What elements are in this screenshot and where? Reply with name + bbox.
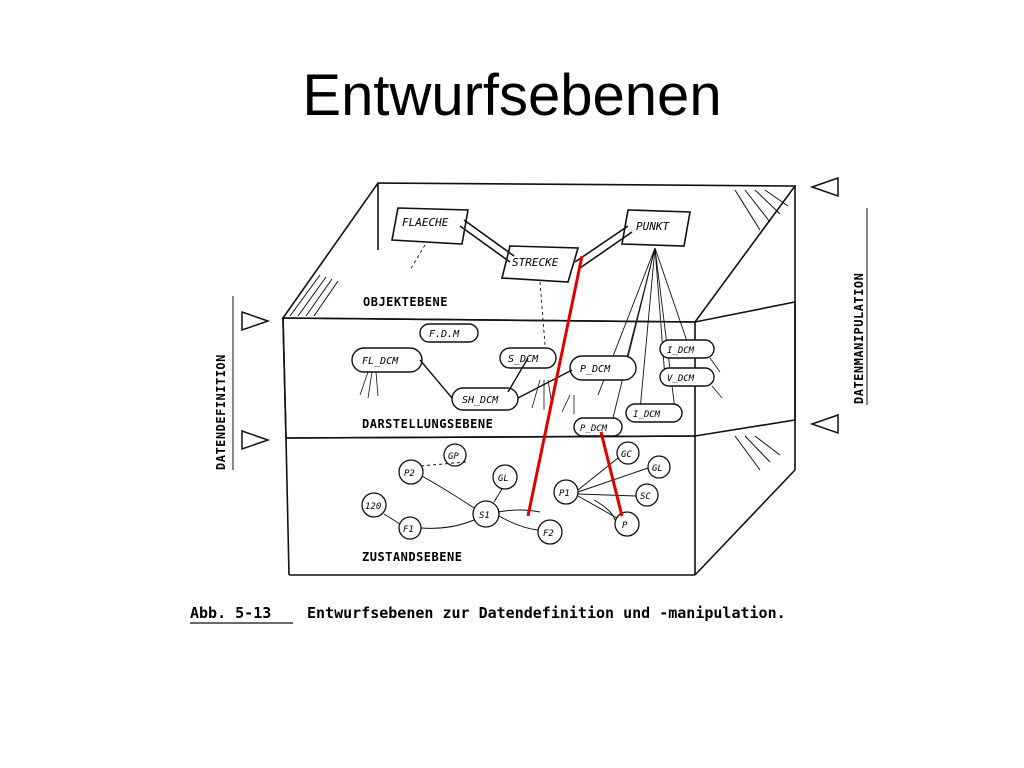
triangle-left-icon [809, 413, 839, 435]
pres-node-v-dcm [659, 367, 715, 387]
state-label: 120 [365, 502, 381, 512]
caption-ref: Abb. 5-13 [190, 604, 271, 622]
pres-label: P_DCM [580, 424, 608, 434]
state-edges [383, 457, 649, 531]
pres-label: I_DCM [667, 346, 695, 356]
pres-node-sh-dcm [451, 387, 519, 411]
highlight-line-punkt [599, 431, 624, 517]
pres-node-i-dcm [659, 339, 715, 359]
object-node-punkt-label: PUNKT [636, 220, 670, 233]
state-label: P1 [559, 489, 570, 499]
pres-label: V_DCM [667, 374, 695, 384]
state-label: GP [448, 452, 459, 462]
state-label: F1 [403, 525, 414, 535]
object-node-strecke [500, 245, 580, 283]
triangle-right-icon [241, 310, 271, 332]
object-node-punkt [621, 209, 691, 247]
figure-caption: Abb. 5-13 Entwurfsebenen zur Datendefini… [190, 604, 786, 624]
state-node-gl [492, 464, 518, 490]
object-layer [391, 207, 691, 283]
state-label: GL [652, 464, 663, 474]
state-label: P2 [404, 469, 415, 479]
state-node-labels: GP P2 GL 120 F1 S1 F2 P1 GC GL SC P [365, 450, 663, 539]
datenmanipulation-side: DATENMANIPULATION [809, 176, 868, 435]
pres-label: I_DCM [633, 410, 661, 420]
state-node-gp [443, 443, 467, 467]
pres-node-p-dcm-2 [573, 417, 623, 437]
state-label: S1 [479, 511, 490, 521]
tick-bundles [359, 357, 723, 414]
object-node-flaeche [391, 207, 469, 245]
state-node-120 [361, 492, 387, 518]
state-node-gc [616, 441, 640, 465]
pres-label: S_DCM [508, 354, 539, 365]
pres-label: FL_DCM [362, 356, 399, 367]
highlight-lines [526, 255, 624, 517]
state-node-gl-2 [647, 455, 671, 479]
hatch-shading [289, 189, 789, 471]
pres-node-fdm [419, 323, 479, 343]
object-node-flaeche-label: FLAECHE [402, 216, 449, 229]
highlight-line-strecke [526, 255, 584, 517]
state-label: P [622, 521, 628, 531]
box-frame [281, 182, 797, 576]
datendefinition-side: DATENDEFINITION [214, 296, 271, 470]
state-label: F2 [543, 529, 554, 539]
presentation-node-labels: F.D.M FL_DCM S_DCM SH_DCM P_DCM I_DCM V_… [362, 329, 695, 434]
pres-node-i-dcm-2 [625, 403, 683, 423]
state-node-s1 [472, 500, 500, 528]
pres-node-fl-dcm [351, 347, 423, 373]
object-node-strecke-label: STRECKE [512, 256, 559, 269]
side-label-datendefinition: DATENDEFINITION [214, 354, 228, 470]
state-label: GC [621, 450, 632, 460]
pres-label: F.D.M [429, 329, 460, 340]
state-label: SC [640, 492, 651, 502]
layer-label-object: OBJEKTEBENE [363, 295, 448, 309]
state-node-p2 [398, 459, 424, 485]
state-node-sc [635, 483, 659, 507]
state-node-f2 [537, 519, 563, 545]
triangle-left-icon [809, 176, 839, 198]
side-label-datenmanipulation: DATENMANIPULATION [852, 273, 866, 404]
presentation-layer [351, 323, 715, 437]
layer-label-presentation: DARSTELLUNGSEBENE [362, 417, 493, 431]
pres-label: SH_DCM [462, 395, 499, 406]
page-title: Entwurfsebenen [302, 63, 722, 128]
layer-label-state: ZUSTANDSEBENE [362, 550, 462, 564]
state-node-p [614, 511, 640, 537]
pres-label: P_DCM [580, 364, 611, 375]
triangle-right-icon [241, 429, 271, 451]
state-label: GL [498, 474, 509, 484]
caption-text: Entwurfsebenen zur Datendefinition und -… [307, 604, 786, 622]
pres-node-p-dcm [569, 355, 637, 381]
state-layer [361, 441, 671, 545]
